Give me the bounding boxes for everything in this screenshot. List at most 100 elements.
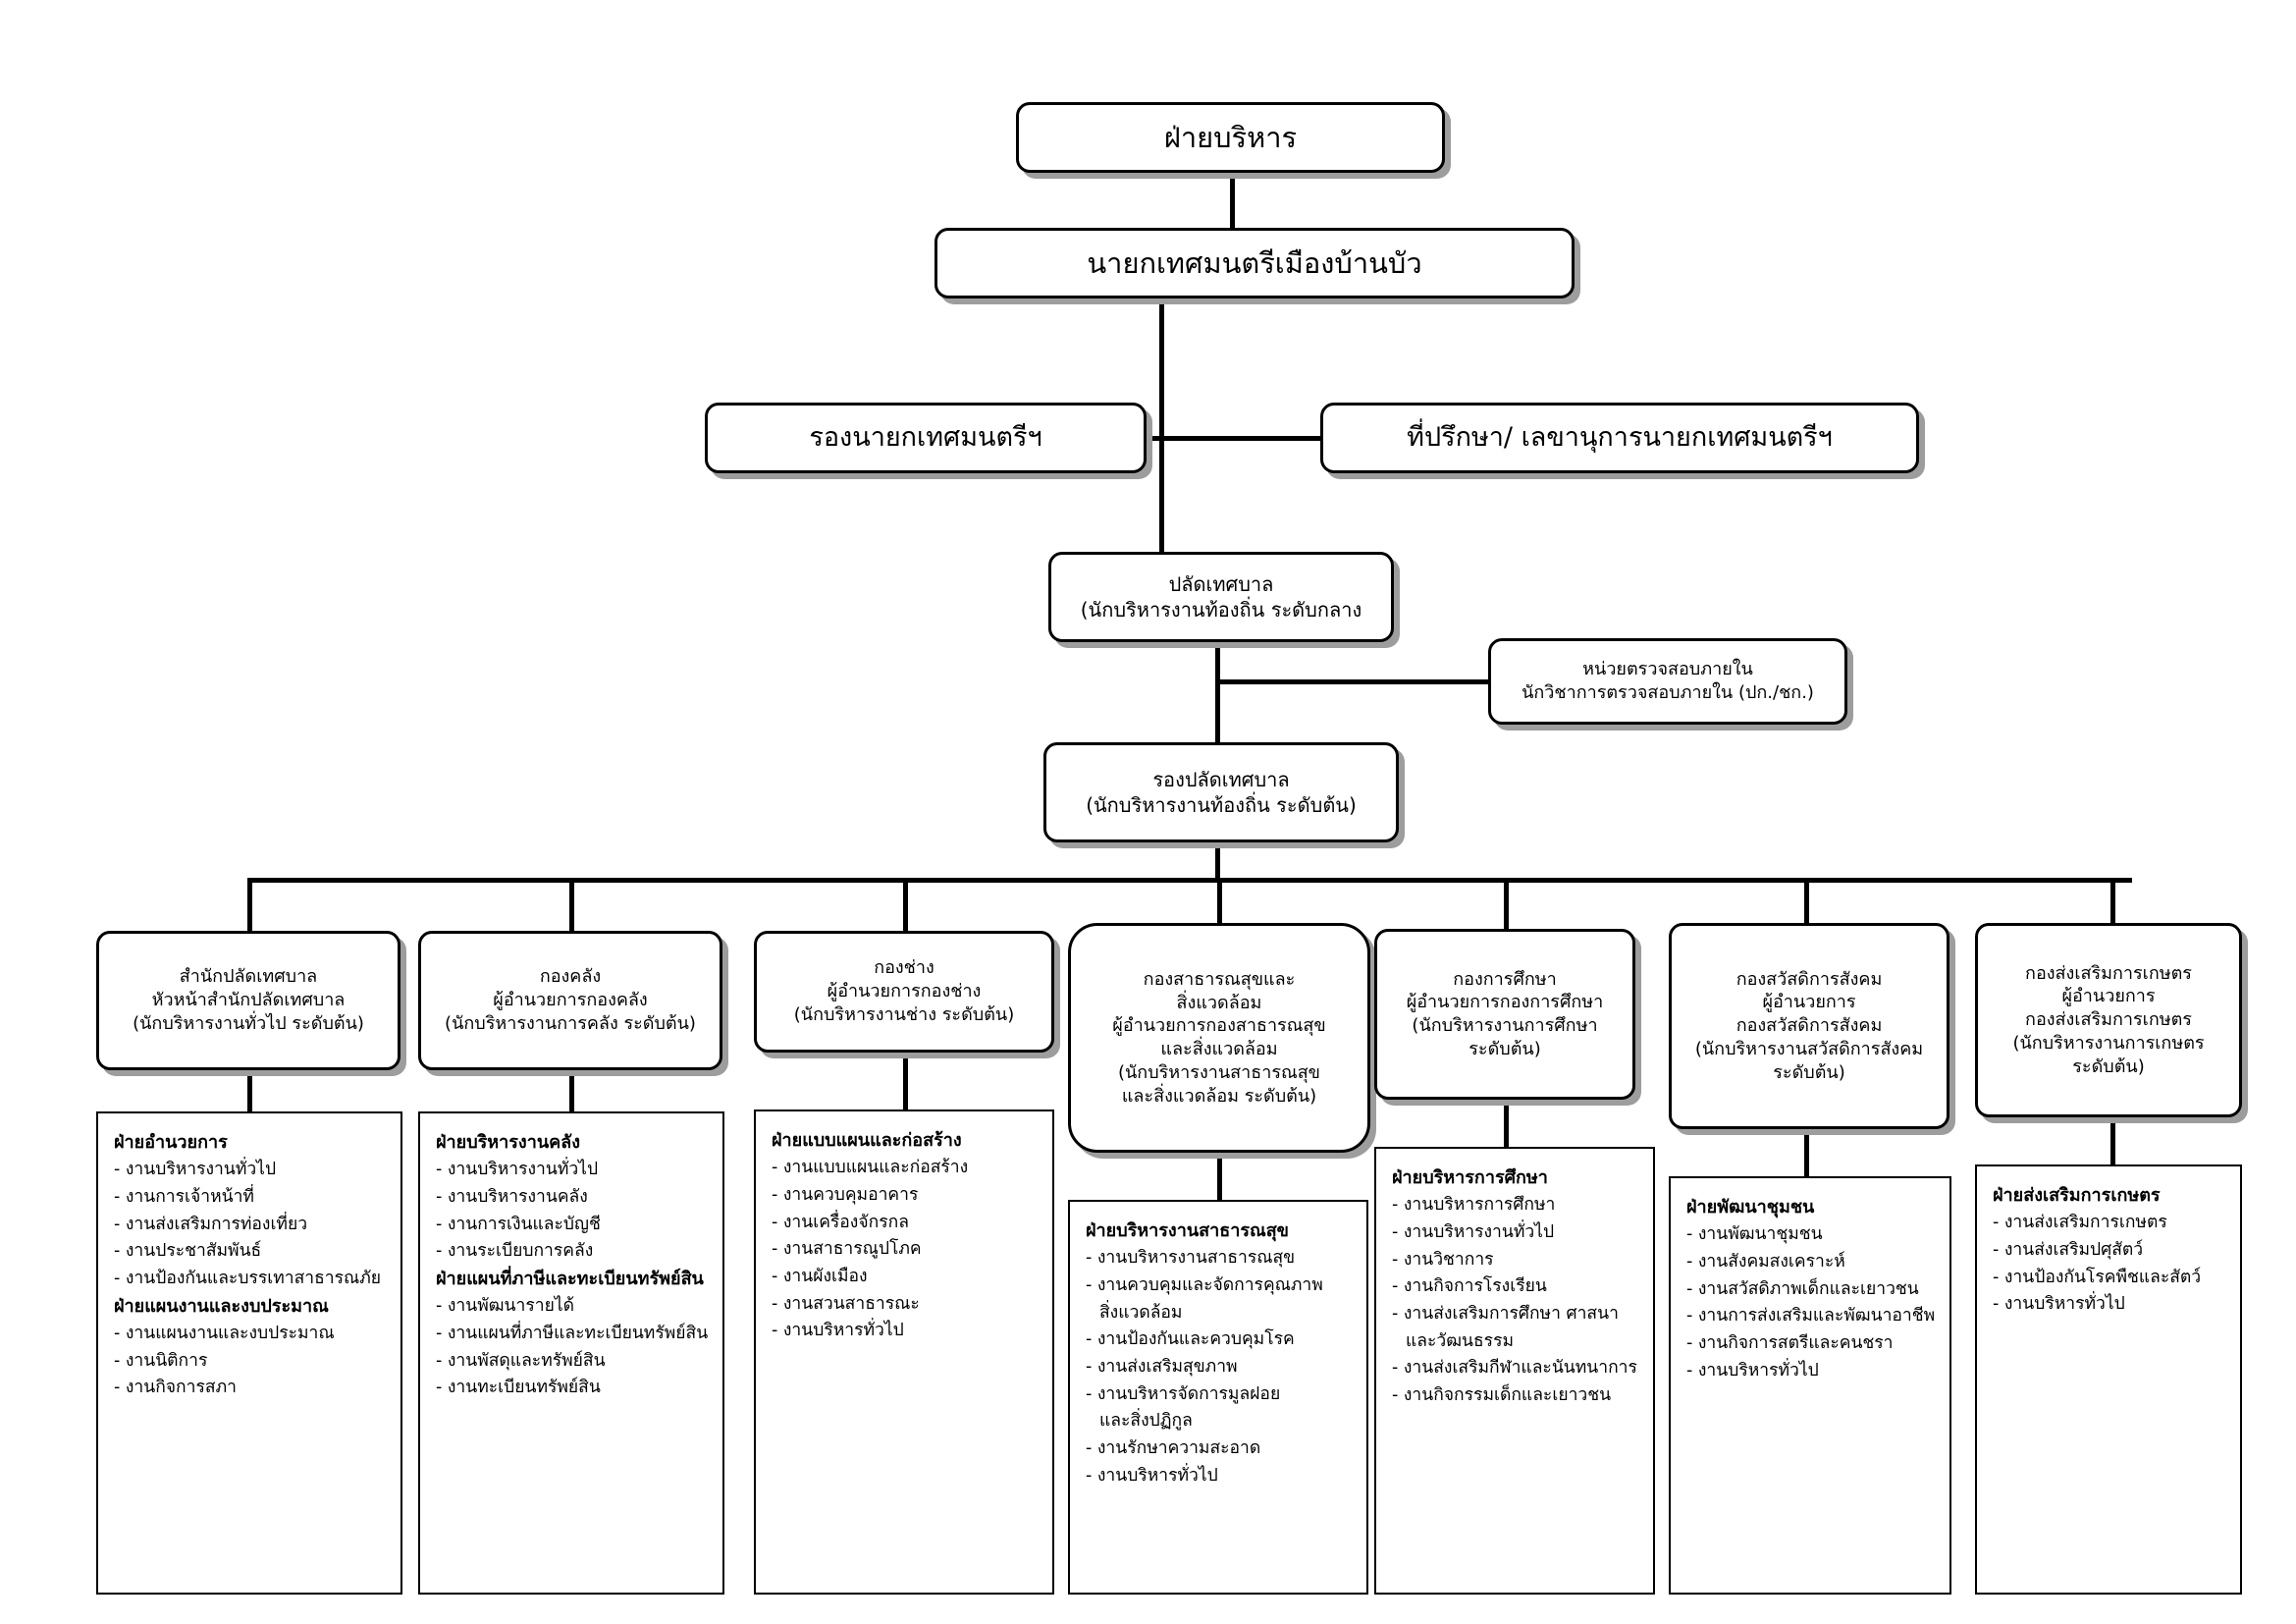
list-item: - งานส่งเสริมกีฬาและนันทนาการ: [1392, 1358, 1637, 1379]
list-item: - งานพัฒนาชุมชน: [1686, 1224, 1823, 1245]
box-deputy-clerk-line2: (นักบริหารงานท้องถิ่น ระดับต้น): [1086, 793, 1357, 817]
box-internal-audit-line2: นักวิชาการตรวจสอบภายใน (ปก./ชก.): [1522, 682, 1814, 703]
connector-bus-to-dept-6: [1804, 878, 1809, 923]
connector-deputy-advisor-bus: [1142, 436, 1328, 441]
list-item: - งานบริหารทั่วไป: [772, 1321, 904, 1341]
dept-list-2-group-2-title: ฝ่ายแผนที่ภาษีและทะเบียนทรัพย์สิน: [436, 1269, 704, 1289]
connector-department-bus: [247, 878, 2132, 883]
dept-head-4-line3: ผู้อำนวยการกองสาธารณสุข: [1112, 1015, 1326, 1037]
connector-dept-3-to-list: [903, 1053, 908, 1110]
box-municipal-clerk-line2: (นักบริหารงานท้องถิ่น ระดับกลาง: [1080, 598, 1362, 622]
connector-bus-to-dept-4: [1217, 878, 1222, 923]
list-item: - งานแผนงานและงบประมาณ: [114, 1324, 335, 1344]
list-item: - งานสวัสดิภาพเด็กและเยาวชน: [1686, 1278, 1919, 1299]
list-item: - งานบริหารทั่วไป: [1686, 1360, 1819, 1380]
dept-head-7-line2: ผู้อำนวยการ: [2061, 986, 2156, 1007]
dept-head-7-line4: (นักบริหารงานการเกษตร: [2012, 1032, 2205, 1054]
dept-list-5-group-1-title: ฝ่ายบริหารการศึกษา: [1392, 1167, 1548, 1188]
list-item: - งานควบคุมอาคาร: [772, 1185, 919, 1206]
box-advisor[interactable]: ที่ปรึกษา/ เลขานุการนายกเทศมนตรีฯ: [1320, 403, 1919, 473]
dept-head-3[interactable]: กองช่าง ผู้อำนวยการกองช่าง (นักบริหารงาน…: [754, 931, 1054, 1053]
list-item: - งานกิจการโรงเรียน: [1392, 1276, 1547, 1297]
dept-list-7: ฝ่ายส่งเสริมการเกษตร - งานส่งเสริมการเกษ…: [1975, 1164, 2242, 1595]
list-item: - งานสาธารณูปโภค: [772, 1239, 922, 1260]
connector-clerk-to-deputy-clerk: [1215, 638, 1220, 746]
box-advisor-label: ที่ปรึกษา/ เลขานุการนายกเทศมนตรีฯ: [1407, 422, 1833, 454]
connector-bus-to-dept-7: [2110, 878, 2115, 923]
box-mayor-label: นายกเทศมนตรีเมืองบ้านบัว: [1087, 245, 1422, 280]
connector-deputy-clerk-down: [1215, 842, 1220, 882]
box-deputy-mayor-label: รองนายกเทศมนตรีฯ: [809, 422, 1042, 454]
dept-head-4[interactable]: กองสาธารณสุขและ สิ่งแวดล้อม ผู้อำนวยการก…: [1068, 923, 1370, 1153]
box-executive[interactable]: ฝ่ายบริหาร: [1016, 102, 1445, 173]
list-item: - งานบริหารงานทั่วไป: [436, 1160, 599, 1180]
list-item: - งานบริหารการศึกษา: [1392, 1195, 1556, 1216]
dept-head-4-line6: และสิ่งแวดล้อม ระดับต้น): [1121, 1085, 1317, 1107]
dept-head-5-line1: กองการศึกษา: [1453, 968, 1557, 990]
dept-list-1-group-2-title: ฝ่ายแผนงานและงบประมาณ: [114, 1295, 329, 1317]
list-item: - งานวิชาการ: [1392, 1249, 1494, 1270]
dept-list-5: ฝ่ายบริหารการศึกษา - งานบริหารการศึกษา -…: [1374, 1147, 1655, 1595]
connector-bus-to-dept-2: [569, 878, 574, 933]
dept-head-6[interactable]: กองสวัสดิการสังคม ผู้อำนวยการ กองสวัสดิก…: [1669, 923, 1949, 1129]
list-item: - งานบริหารงานคลัง: [436, 1187, 588, 1208]
dept-head-2-line1: กองคลัง: [539, 966, 602, 988]
list-item: - งานบริหารงานทั่วไป: [1392, 1222, 1555, 1243]
list-item: - งานประชาสัมพันธ์: [114, 1241, 262, 1262]
list-item: - งานบริหารงานสาธารณสุข: [1086, 1248, 1296, 1269]
dept-head-1-line2: หัวหน้าสำนักปลัดเทศบาล: [151, 990, 346, 1011]
dept-head-4-line1: กองสาธารณสุขและ: [1143, 968, 1296, 990]
list-item: - งานบริหารทั่วไป: [1086, 1465, 1218, 1486]
list-item-continuation: และวัฒนธรรม: [1406, 1330, 1515, 1351]
dept-head-6-line3: กองสวัสดิการสังคม: [1735, 1015, 1883, 1037]
list-item: - งานสวนสาธารณะ: [772, 1293, 920, 1314]
list-item: - งานนิติการ: [114, 1350, 208, 1371]
connector-dept-1-to-list: [247, 1070, 252, 1111]
list-item: - งานบริหารงานทั่วไป: [114, 1160, 277, 1180]
list-item: - งานส่งเสริมการท่องเที่ยว: [114, 1214, 308, 1234]
dept-head-6-line1: กองสวัสดิการสังคม: [1735, 968, 1883, 990]
dept-head-2[interactable]: กองคลัง ผู้อำนวยการกองคลัง (นักบริหารงาน…: [418, 931, 722, 1070]
dept-list-2: ฝ่ายบริหารงานคลัง - งานบริหารงานทั่วไป -…: [418, 1111, 724, 1595]
list-item: - งานพัฒนารายได้: [436, 1296, 574, 1317]
dept-head-6-line5: ระดับต้น): [1773, 1061, 1845, 1083]
box-municipal-clerk[interactable]: ปลัดเทศบาล (นักบริหารงานท้องถิ่น ระดับกล…: [1048, 552, 1394, 642]
box-deputy-mayor[interactable]: รองนายกเทศมนตรีฯ: [705, 403, 1147, 473]
dept-head-7-line3: กองส่งเสริมการเกษตร: [2025, 1009, 2192, 1031]
connector-bus-to-dept-3: [903, 878, 908, 933]
connector-dept-2-to-list: [569, 1070, 574, 1111]
dept-head-4-line2: สิ่งแวดล้อม: [1176, 992, 1262, 1013]
dept-head-7[interactable]: กองส่งเสริมการเกษตร ผู้อำนวยการ กองส่งเส…: [1975, 923, 2242, 1117]
connector-dept-5-to-list: [1504, 1100, 1509, 1147]
list-item: - งานส่งเสริมสุขภาพ: [1086, 1357, 1238, 1377]
list-item: - งานควบคุมและจัดการคุณภาพ: [1086, 1275, 1323, 1296]
dept-head-3-line2: ผู้อำนวยการกองช่าง: [827, 981, 982, 1002]
list-item: - งานป้องกันโรคพืชและสัตว์: [1993, 1267, 2202, 1287]
connector-clerk-to-audit: [1215, 679, 1488, 684]
box-deputy-clerk[interactable]: รองปลัดเทศบาล (นักบริหารงานท้องถิ่น ระดั…: [1043, 742, 1399, 842]
box-internal-audit[interactable]: หน่วยตรวจสอบภายใน นักวิชาการตรวจสอบภายใน…: [1488, 638, 1847, 725]
list-item: - งานผังเมือง: [772, 1267, 868, 1286]
dept-list-1: ฝ่ายอำนวยการ - งานบริหารงานทั่วไป - งานก…: [96, 1111, 402, 1595]
box-mayor[interactable]: นายกเทศมนตรีเมืองบ้านบัว: [934, 228, 1575, 298]
dept-head-5-line4: ระดับต้น): [1468, 1038, 1541, 1059]
list-item: - งานส่งเสริมการศึกษา ศาสนา: [1392, 1304, 1619, 1324]
list-item: - งานป้องกันและบรรเทาสาธารณภัย: [114, 1269, 382, 1288]
list-item: - งานบริหารทั่วไป: [1993, 1294, 2125, 1315]
list-item: - งานทะเบียนทรัพย์สิน: [436, 1378, 601, 1398]
list-item: - งานการส่งเสริมและพัฒนาอาชีพ: [1686, 1306, 1936, 1326]
dept-head-5-line3: (นักบริหารงานการศึกษา: [1412, 1015, 1598, 1036]
dept-head-6-line2: ผู้อำนวยการ: [1762, 992, 1856, 1013]
list-item: - งานป้องกันและควบคุมโรค: [1086, 1329, 1295, 1350]
dept-head-7-line1: กองส่งเสริมการเกษตร: [2025, 962, 2192, 984]
dept-head-5[interactable]: กองการศึกษา ผู้อำนวยการกองการศึกษา (นักบ…: [1374, 929, 1635, 1100]
dept-list-4-group-1-title: ฝ่ายบริหารงานสาธารณสุข: [1086, 1220, 1289, 1241]
dept-list-6: ฝ่ายพัฒนาชุมชน - งานพัฒนาชุมชน - งานสังค…: [1669, 1176, 1951, 1595]
connector-bus-to-dept-5: [1504, 878, 1509, 929]
dept-head-1[interactable]: สำนักปลัดเทศบาล หัวหน้าสำนักปลัดเทศบาล (…: [96, 931, 400, 1070]
dept-list-3: ฝ่ายแบบแผนและก่อสร้าง - งานแบบแผนและก่อส…: [754, 1110, 1054, 1595]
connector-dept-7-to-list: [2110, 1117, 2115, 1164]
list-item-continuation: และสิ่งปฏิกูล: [1099, 1411, 1193, 1432]
dept-head-5-line2: ผู้อำนวยการกองการศึกษา: [1406, 992, 1604, 1013]
